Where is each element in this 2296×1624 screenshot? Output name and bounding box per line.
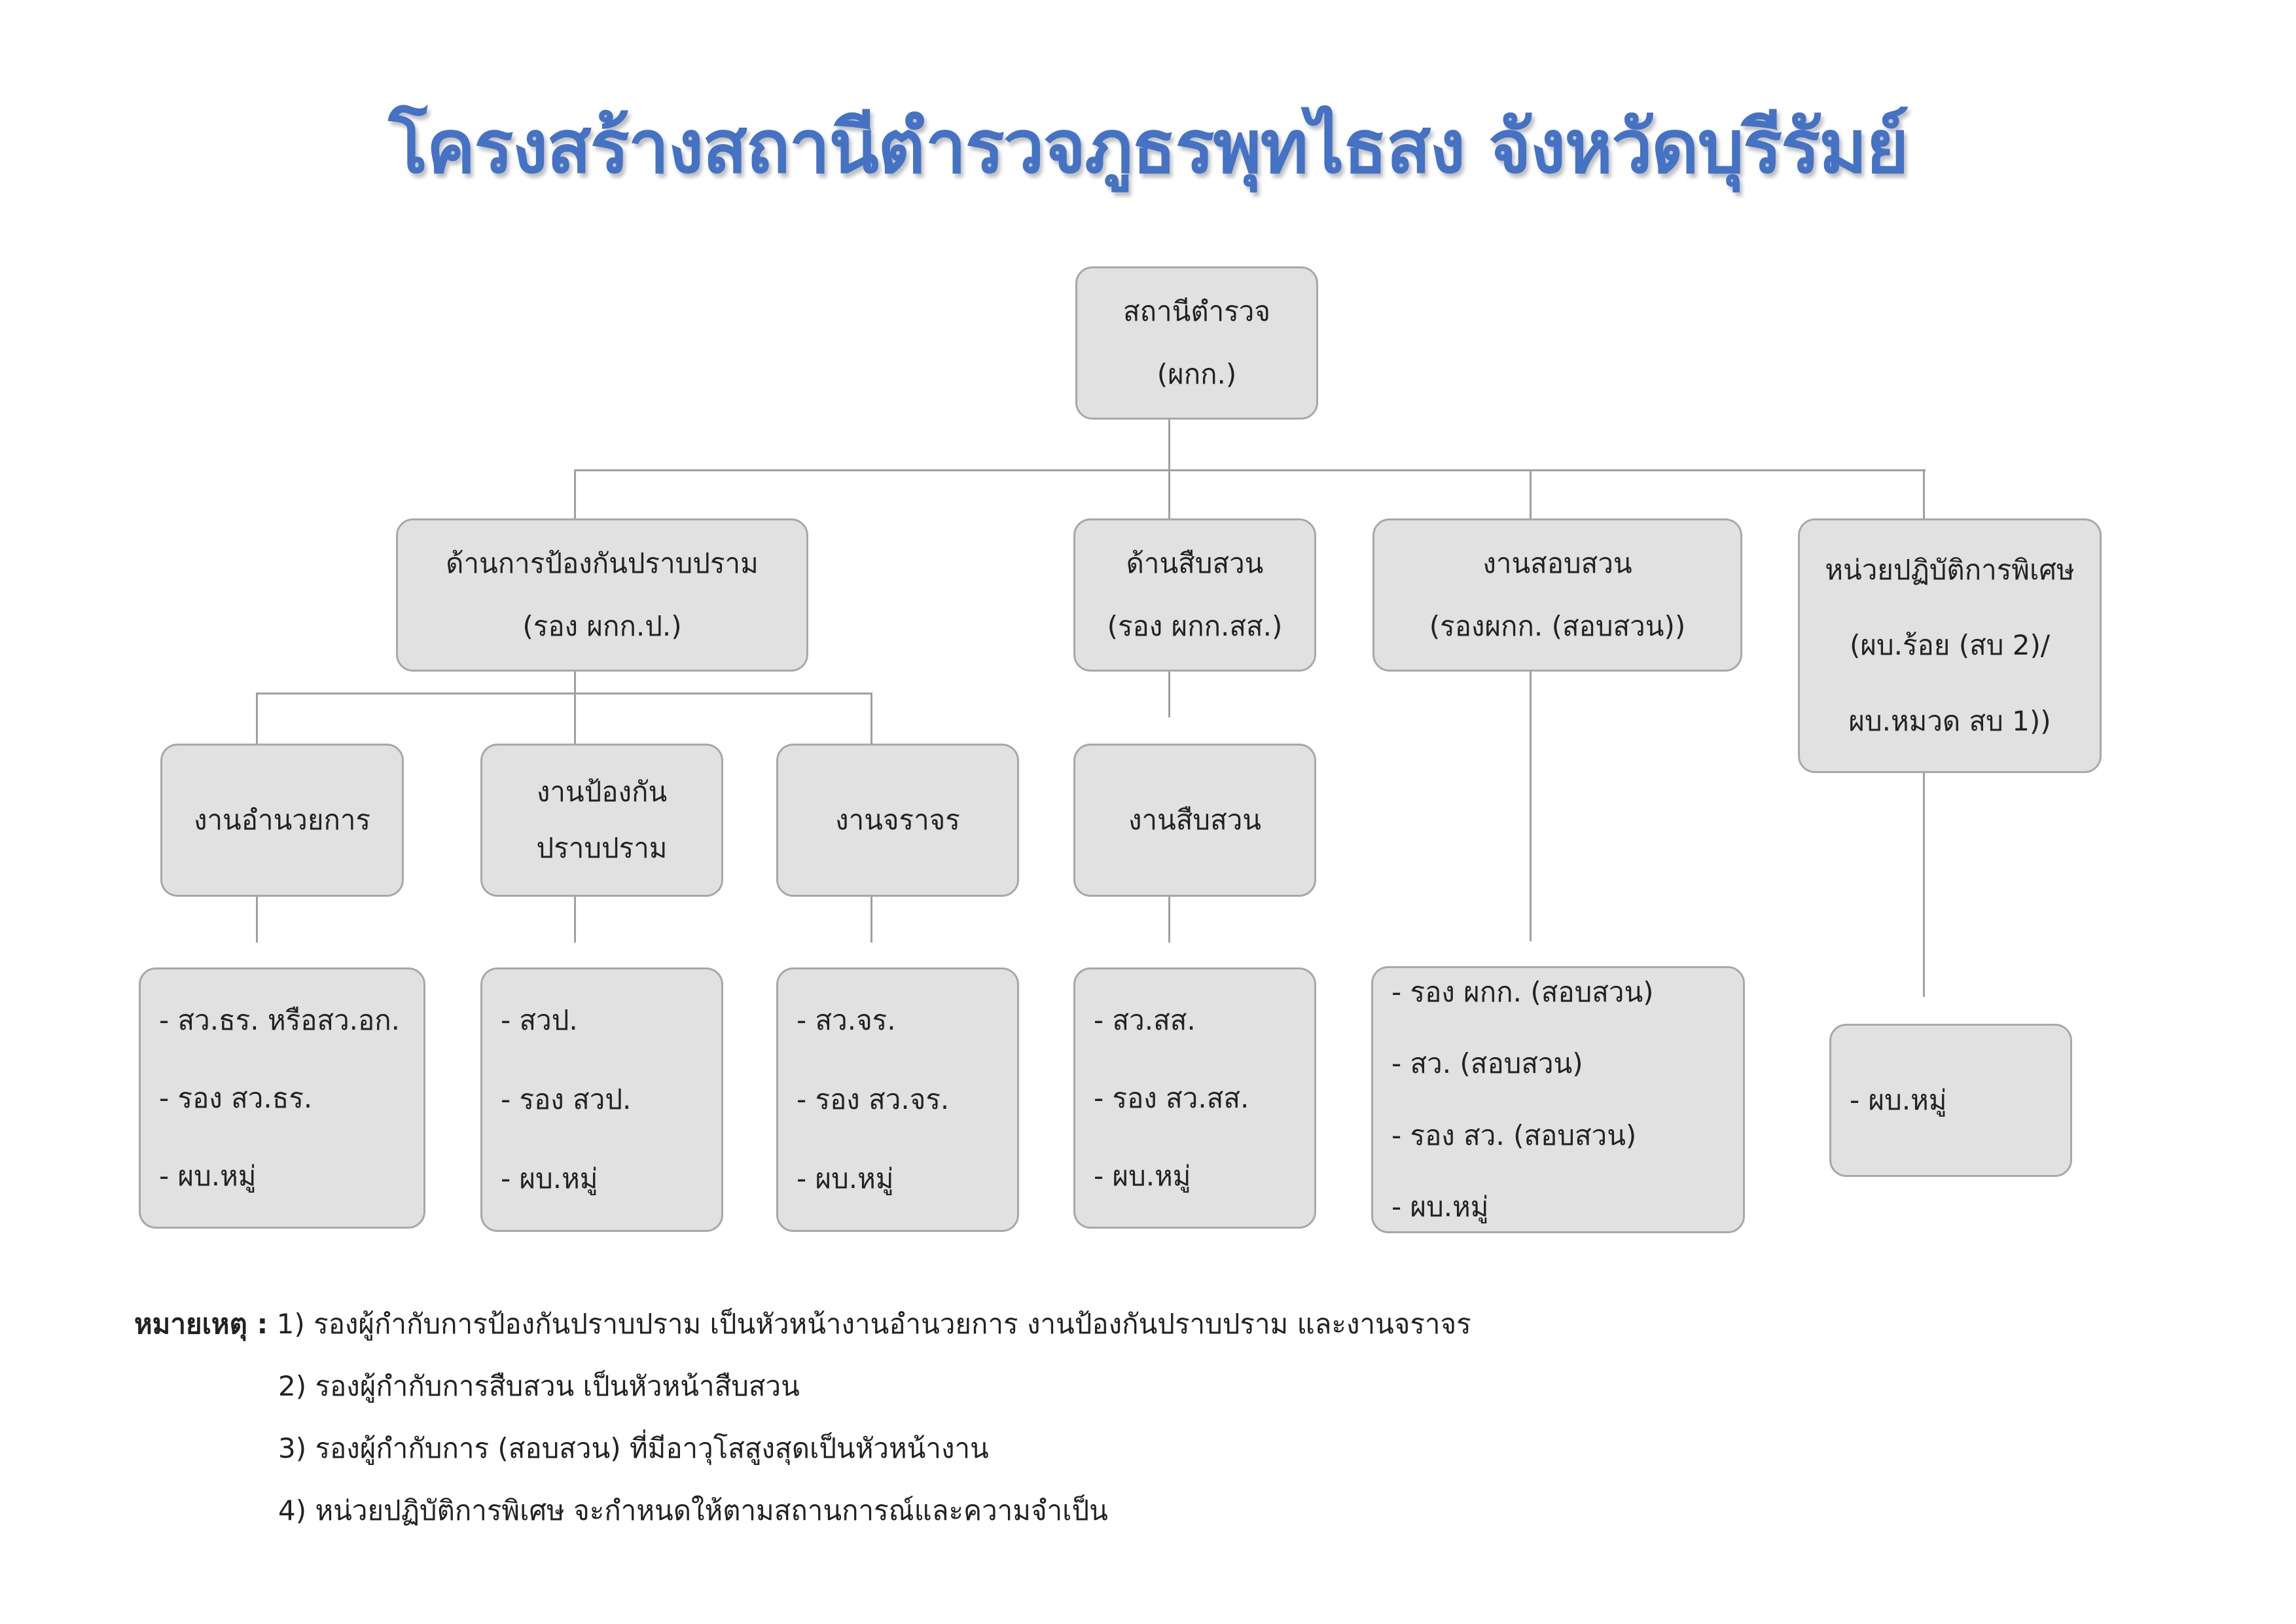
node-label: หน่วยปฏิบัติการพิเศษ [1825,553,2075,586]
node-investigation: ด้านสืบสวน (รอง ผกก.สส.) [1048,518,1316,676]
connector [256,897,258,943]
connector [256,693,872,695]
node-label: ด้านการป้องกันปราบปราม [446,547,759,579]
note-text: 3) รองผู้กำกับการ (สอบสวน) ที่มีอาวุโสสู… [278,1432,989,1464]
staff-item: - ผบ.หมู่ [1391,1190,1489,1223]
node-traffic: งานจราจร [751,744,1019,901]
node-label: งานสืบสวน [1128,804,1262,836]
note-text: 4) หน่วยปฏิบัติการพิเศษ จะกำหนดให้ตามสถา… [278,1494,1108,1526]
node-crime-prevention: ด้านการป้องกันปราบปราม (รอง ผกก.ป.) [370,518,808,676]
chart-title: โครงสร้างสถานีตำรวจภูธรพุทไธสง จังหวัดบุ… [388,105,1909,190]
note-text: 1) รองผู้กำกับการป้องกันปราบปราม เป็นหัว… [276,1308,1471,1340]
staff-item: - สว.สส. [1094,1003,1196,1036]
node-special-ops-staff: - ผบ.หมู่ [1804,1024,2072,1182]
connector [1923,773,1925,997]
connector [1168,897,1170,943]
staff-item: - ผบ.หมู่ [797,1162,894,1195]
note-1: หมายเหตุ : 1) รองผู้กำกับการป้องกันปราบป… [134,1293,1471,1355]
node-prevention-staff: - สวป. - รอง สวป. - ผบ.หมู่ [455,967,723,1240]
note-4: 4) หน่วยปฏิบัติการพิเศษ จะกำหนดให้ตามสถา… [134,1479,1471,1542]
node-sublabel: ผบ.หมวด สบ 1)) [1848,705,2051,738]
notes-label: หมายเหตุ : [134,1308,268,1340]
connector [1530,469,1532,518]
connector [574,897,576,943]
node-prevention-suppression: งานป้องกัน ปราบปราม [455,744,723,901]
node-sublabel: (ผกก.) [1157,358,1237,390]
node-label: สถานีตำรวจ [1123,295,1270,327]
staff-item: - รอง สว.สส. [1094,1081,1249,1114]
node-admin-staff: - สว.ธร. หรือสว.อก. - รอง สว.ธร. - ผบ.หม… [113,967,425,1237]
staff-item: - ผบ.หมู่ [1850,1084,1947,1116]
node-sublabel: (รอง ผกก.สส.) [1107,610,1283,642]
node-administration: งานอำนวยการ [135,744,404,901]
staff-item: - สว.จร. [797,1004,896,1037]
node-sublabel: (รอง ผกก.ป.) [522,610,682,642]
connector [1923,469,1925,518]
connector [574,672,576,694]
staff-item: - รอง สวป. [501,1083,632,1115]
connector [1168,672,1170,717]
connector [575,469,1926,471]
node-traffic-staff: - สว.จร. - รอง สว.จร. - ผบ.หมู่ [751,967,1019,1240]
connector [1168,469,1170,518]
node-sublabel: (ผบ.ร้อย (สบ 2)/ [1849,629,2051,662]
staff-item: - ผบ.หมู่ [159,1159,257,1192]
notes: หมายเหตุ : 1) รองผู้กำกับการป้องกันปราบป… [134,1293,1471,1542]
node-label: งานจราจร [835,804,960,836]
staff-item: - สว.ธร. หรือสว.อก. [159,1003,401,1036]
connector [1168,420,1170,471]
node-inquiry: งานสอบสวน (รองผกก. (สอบสวน)) [1347,518,1742,676]
node-label: งานอำนวยการ [193,804,371,836]
staff-item: - รอง สว.จร. [797,1083,950,1115]
staff-item: - รอง สว.ธร. [159,1081,313,1114]
node-label: งานป้องกัน [536,776,668,808]
staff-item: - ผบ.หมู่ [1094,1159,1191,1192]
node-label: ด้านสืบสวน [1126,547,1264,579]
connector [574,469,576,518]
connector [870,897,872,943]
node-investigation-staff: - สว.สส. - รอง สว.สส. - ผบ.หมู่ [1048,967,1316,1237]
node-label: งานสอบสวน [1482,547,1632,579]
staff-item: - ผบ.หมู่ [501,1162,598,1195]
staff-item: - สว. (สอบสวน) [1391,1047,1583,1080]
node-investigation-work: งานสืบสวน [1048,744,1316,901]
connector [574,693,576,744]
staff-item: - รอง ผกก. (สอบสวน) [1391,976,1654,1008]
note-text: 2) รองผู้กำกับการสืบสวน เป็นหัวหน้าสืบสว… [278,1370,800,1402]
connector [1530,672,1532,941]
staff-item: - รอง สว. (สอบสวน) [1391,1119,1637,1151]
connector [256,693,258,744]
node-special-ops: หน่วยปฏิบัติการพิเศษ (ผบ.ร้อย (สบ 2)/ ผบ… [1772,518,2102,782]
node-label: ปราบปราม [536,832,668,864]
node-police-station: สถานีตำรวจ (ผกก.) [1050,266,1318,424]
node-sublabel: (รองผกก. (สอบสวน)) [1429,610,1686,642]
note-3: 3) รองผู้กำกับการ (สอบสวน) ที่มีอาวุโสสู… [134,1417,1471,1479]
note-2: 2) รองผู้กำกับการสืบสวน เป็นหัวหน้าสืบสว… [134,1355,1471,1417]
connector [870,693,872,744]
staff-item: - สวป. [501,1004,578,1037]
node-inquiry-staff: - รอง ผกก. (สอบสวน) - สว. (สอบสวน) - รอง… [1346,966,1745,1242]
